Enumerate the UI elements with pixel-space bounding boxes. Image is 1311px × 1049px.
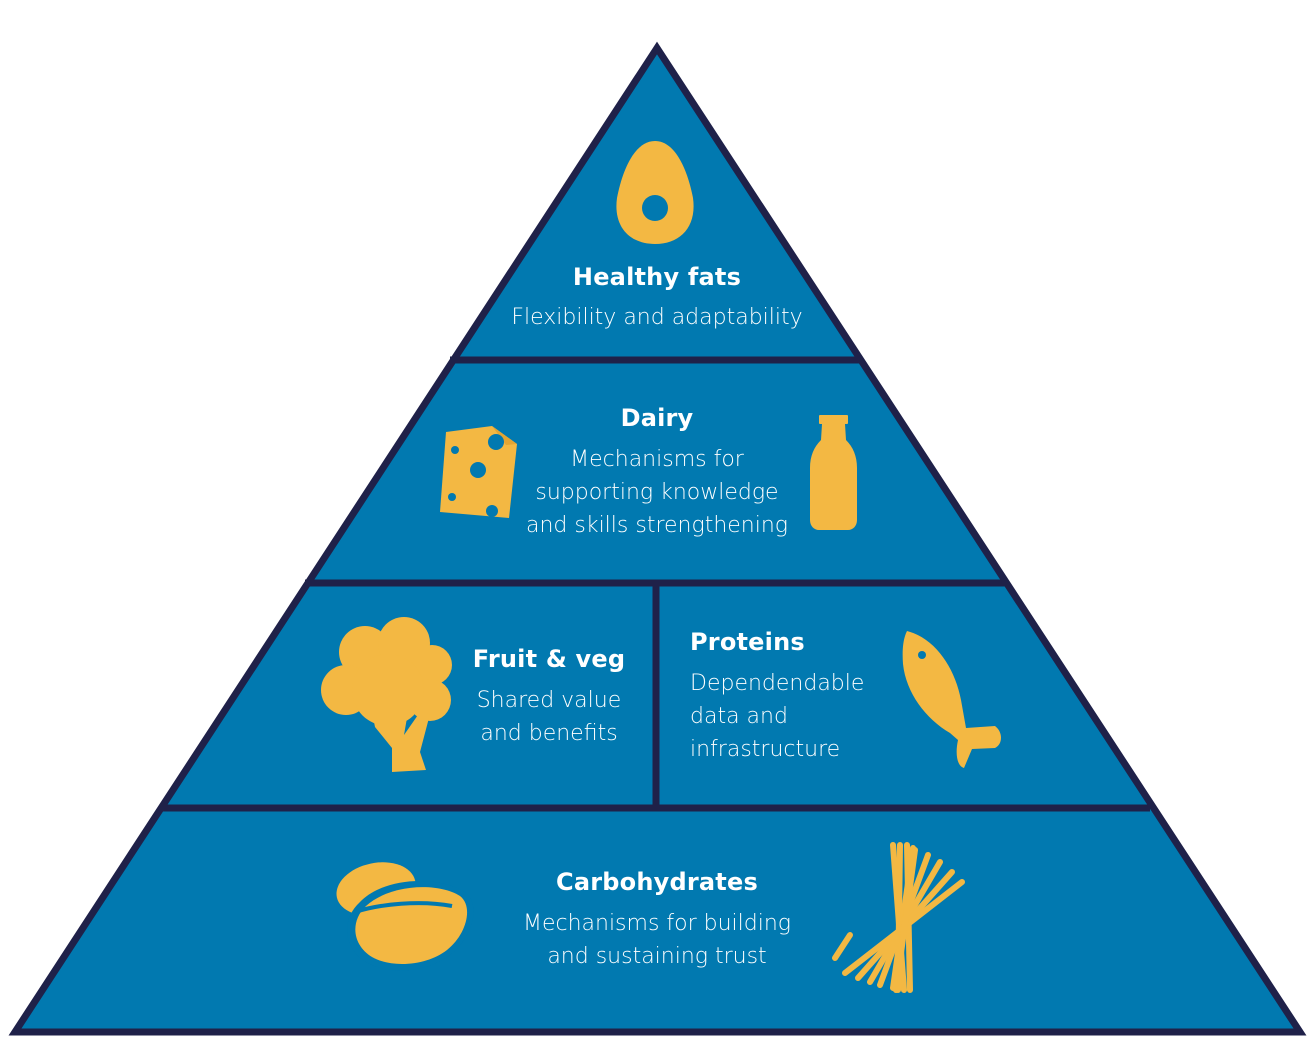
tier-desc-dairy: Mechanisms for supporting knowledge and … [480,443,834,542]
fish-icon [902,631,1001,768]
desc-line: and skills strengthening [525,513,788,538]
desc-line: Dependendable [690,671,865,696]
tier-title-healthy-fats: Healthy fats [572,263,742,291]
tier-desc-carbohydrates: Mechanisms for building and sustaining t… [487,907,827,973]
tier-title-dairy: Dairy [620,404,694,432]
desc-line: Mechanisms for [570,447,744,472]
potatoes-icon [336,862,474,971]
cheese-icon [440,426,517,518]
desc-line: and benefits [480,721,618,746]
tier-desc-healthy-fats: Flexibility and adaptability [457,301,857,334]
desc-line: infrastructure [690,737,841,762]
avocado-icon [616,141,694,244]
tier-title-proteins: Proteins [690,628,805,656]
desc-line: Mechanisms for building [522,911,792,936]
desc-line: supporting knowledge [535,480,779,505]
tier-title-fruit-veg: Fruit & veg [472,645,626,673]
desc-line: Shared value [476,688,622,713]
tier-desc-fruit-veg: Shared value and benefits [449,684,649,750]
tier-desc-proteins: Dependendable data and infrastructure [690,667,890,766]
broccoli-icon [321,617,452,772]
milk-bottle-icon [810,415,857,530]
desc-line: Flexibility and adaptability [511,305,803,330]
tier-title-carbohydrates: Carbohydrates [556,868,758,896]
pyramid-outline [8,41,1307,1036]
desc-line: data and [690,704,788,729]
spaghetti-icon [832,842,965,993]
desc-line: and sustaining trust [547,944,767,969]
